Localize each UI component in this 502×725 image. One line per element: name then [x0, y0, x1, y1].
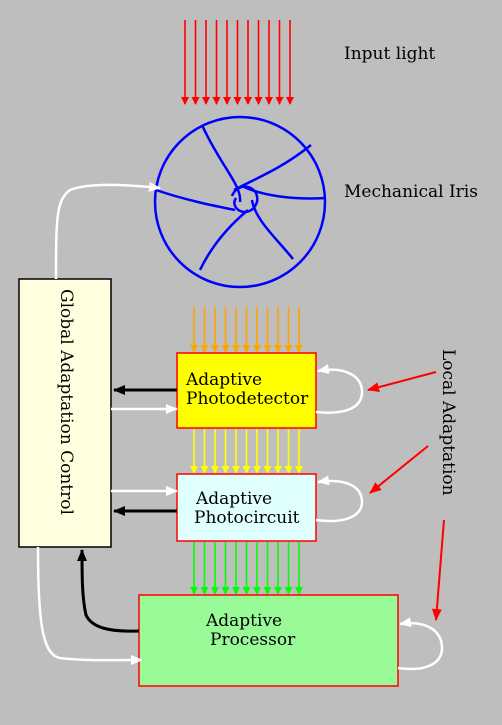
adaptive-photocircuit-box [176, 473, 317, 542]
photocircuit-to-processor-arrows [190, 542, 303, 595]
processor-label-line1: Adaptive [206, 611, 283, 631]
local-adaptation-arrow-3 [431, 519, 445, 621]
global-adaptation-control-box [18, 278, 112, 548]
local-adaptation-arrow-2 [369, 445, 429, 494]
photodetector-to-photocircuit-arrows [190, 429, 303, 474]
adaptive-processor-box [138, 594, 399, 687]
input-light-arrows [181, 20, 294, 105]
photocircuit-self-loop [315, 475, 364, 523]
photodetector-self-loop [315, 364, 364, 414]
adaptive-photodetector-box [176, 352, 317, 429]
iris-to-photodetector-arrows [190, 307, 303, 353]
local-adaptation-label: Local Adaptation [438, 349, 458, 496]
photodetector-label-line2: Photodetector [186, 389, 309, 409]
processor-label: Adaptive Processor [206, 612, 295, 650]
photocircuit-label-line1: Adaptive [196, 489, 273, 509]
photodetector-label-line1: Adaptive [186, 370, 263, 390]
global-to-iris-arrow [54, 181, 161, 280]
photocircuit-label-line2: Photocircuit [194, 508, 300, 528]
photocircuit-label: Adaptive Photocircuit [194, 490, 300, 528]
processor-self-loop [397, 617, 444, 671]
processor-to-global-arrow [77, 549, 140, 633]
input-light-label: Input light [344, 44, 436, 64]
mechanical-iris-label: Mechanical Iris [344, 182, 478, 202]
photodetector-label: Adaptive Photodetector [186, 371, 308, 409]
mechanical-iris-icon [153, 115, 327, 289]
global-to-processor-arrow [36, 546, 143, 666]
processor-label-line2: Processor [210, 630, 296, 650]
local-adaptation-arrow-1 [367, 371, 437, 393]
global-adaptation-control-label: Global Adaptation Control [56, 289, 76, 515]
